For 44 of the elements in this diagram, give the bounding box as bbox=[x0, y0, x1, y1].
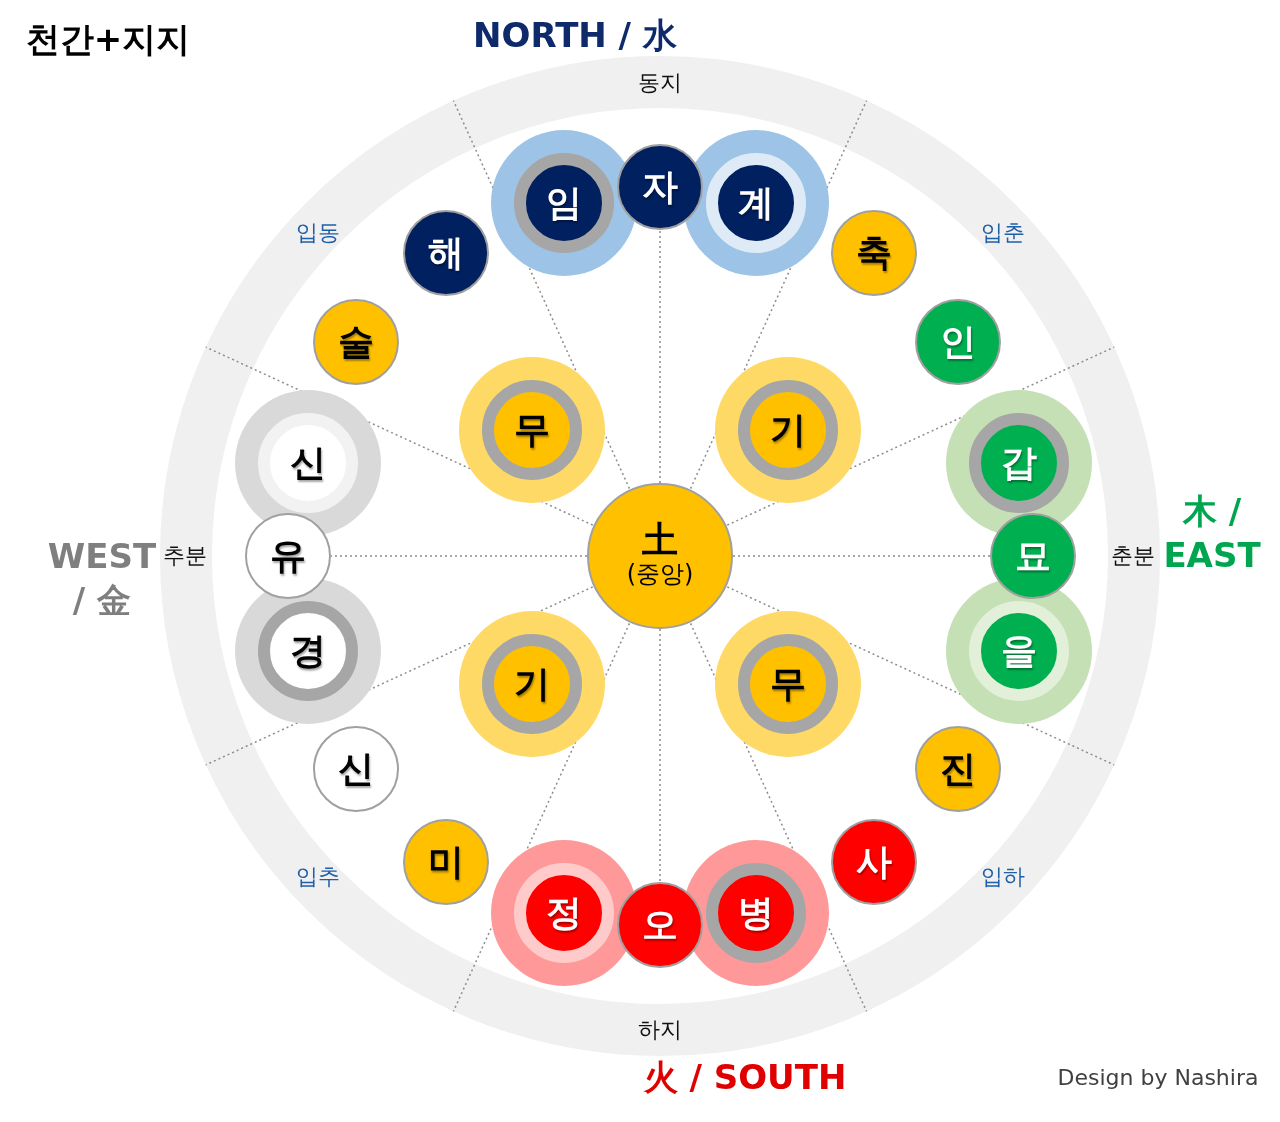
character-label: 을 bbox=[1001, 633, 1037, 669]
character-label: 오 bbox=[642, 907, 678, 943]
season-label: 입춘 bbox=[981, 219, 1025, 247]
character-label: 계 bbox=[738, 185, 774, 221]
season-label: 춘분 bbox=[1111, 542, 1155, 570]
character-label: 인 bbox=[940, 324, 976, 360]
character-label: 술 bbox=[338, 324, 374, 360]
character-label: 무 bbox=[514, 412, 550, 448]
character-label: 해 bbox=[428, 235, 464, 271]
character-label: 묘 bbox=[1015, 538, 1051, 574]
character-label: 유 bbox=[270, 538, 306, 574]
character-label: 축 bbox=[856, 235, 892, 271]
credit-text: Design by Nashira bbox=[1057, 1064, 1259, 1090]
character-label: 기 bbox=[770, 412, 806, 448]
dotted-line bbox=[659, 628, 661, 883]
character-label: 임 bbox=[546, 185, 582, 221]
character-label: 병 bbox=[738, 895, 774, 931]
season-label: 입추 bbox=[296, 863, 340, 891]
season-label: 입동 bbox=[296, 219, 340, 247]
character-label: 신 bbox=[290, 445, 326, 481]
title: 천간+지지 bbox=[25, 18, 191, 61]
dotted-line bbox=[659, 229, 661, 484]
season-label: 동지 bbox=[638, 69, 682, 97]
season-label: 하지 bbox=[638, 1016, 682, 1044]
character-label: 자 bbox=[642, 169, 678, 205]
character-label: 사 bbox=[856, 844, 892, 880]
character-label: 기 bbox=[514, 666, 550, 702]
direction-label: 木 / EAST bbox=[1162, 489, 1262, 577]
character-label: 土 bbox=[642, 522, 678, 558]
branch-circle bbox=[617, 144, 703, 230]
character-label: 경 bbox=[290, 633, 326, 669]
character-label: 신 bbox=[338, 751, 374, 787]
direction-label: 火 / SOUTH bbox=[643, 1056, 847, 1099]
dotted-line bbox=[732, 555, 991, 557]
character-label: 무 bbox=[770, 666, 806, 702]
season-label: 입하 bbox=[981, 863, 1025, 891]
note-label: (중앙) bbox=[626, 559, 694, 590]
character-label: 진 bbox=[940, 751, 976, 787]
character-label: 정 bbox=[546, 895, 582, 931]
direction-label: WEST / 金 bbox=[47, 534, 157, 622]
season-label: 추분 bbox=[163, 542, 207, 570]
direction-label: NORTH / 水 bbox=[473, 14, 677, 57]
character-label: 미 bbox=[428, 844, 464, 880]
character-label: 갑 bbox=[1001, 445, 1037, 481]
